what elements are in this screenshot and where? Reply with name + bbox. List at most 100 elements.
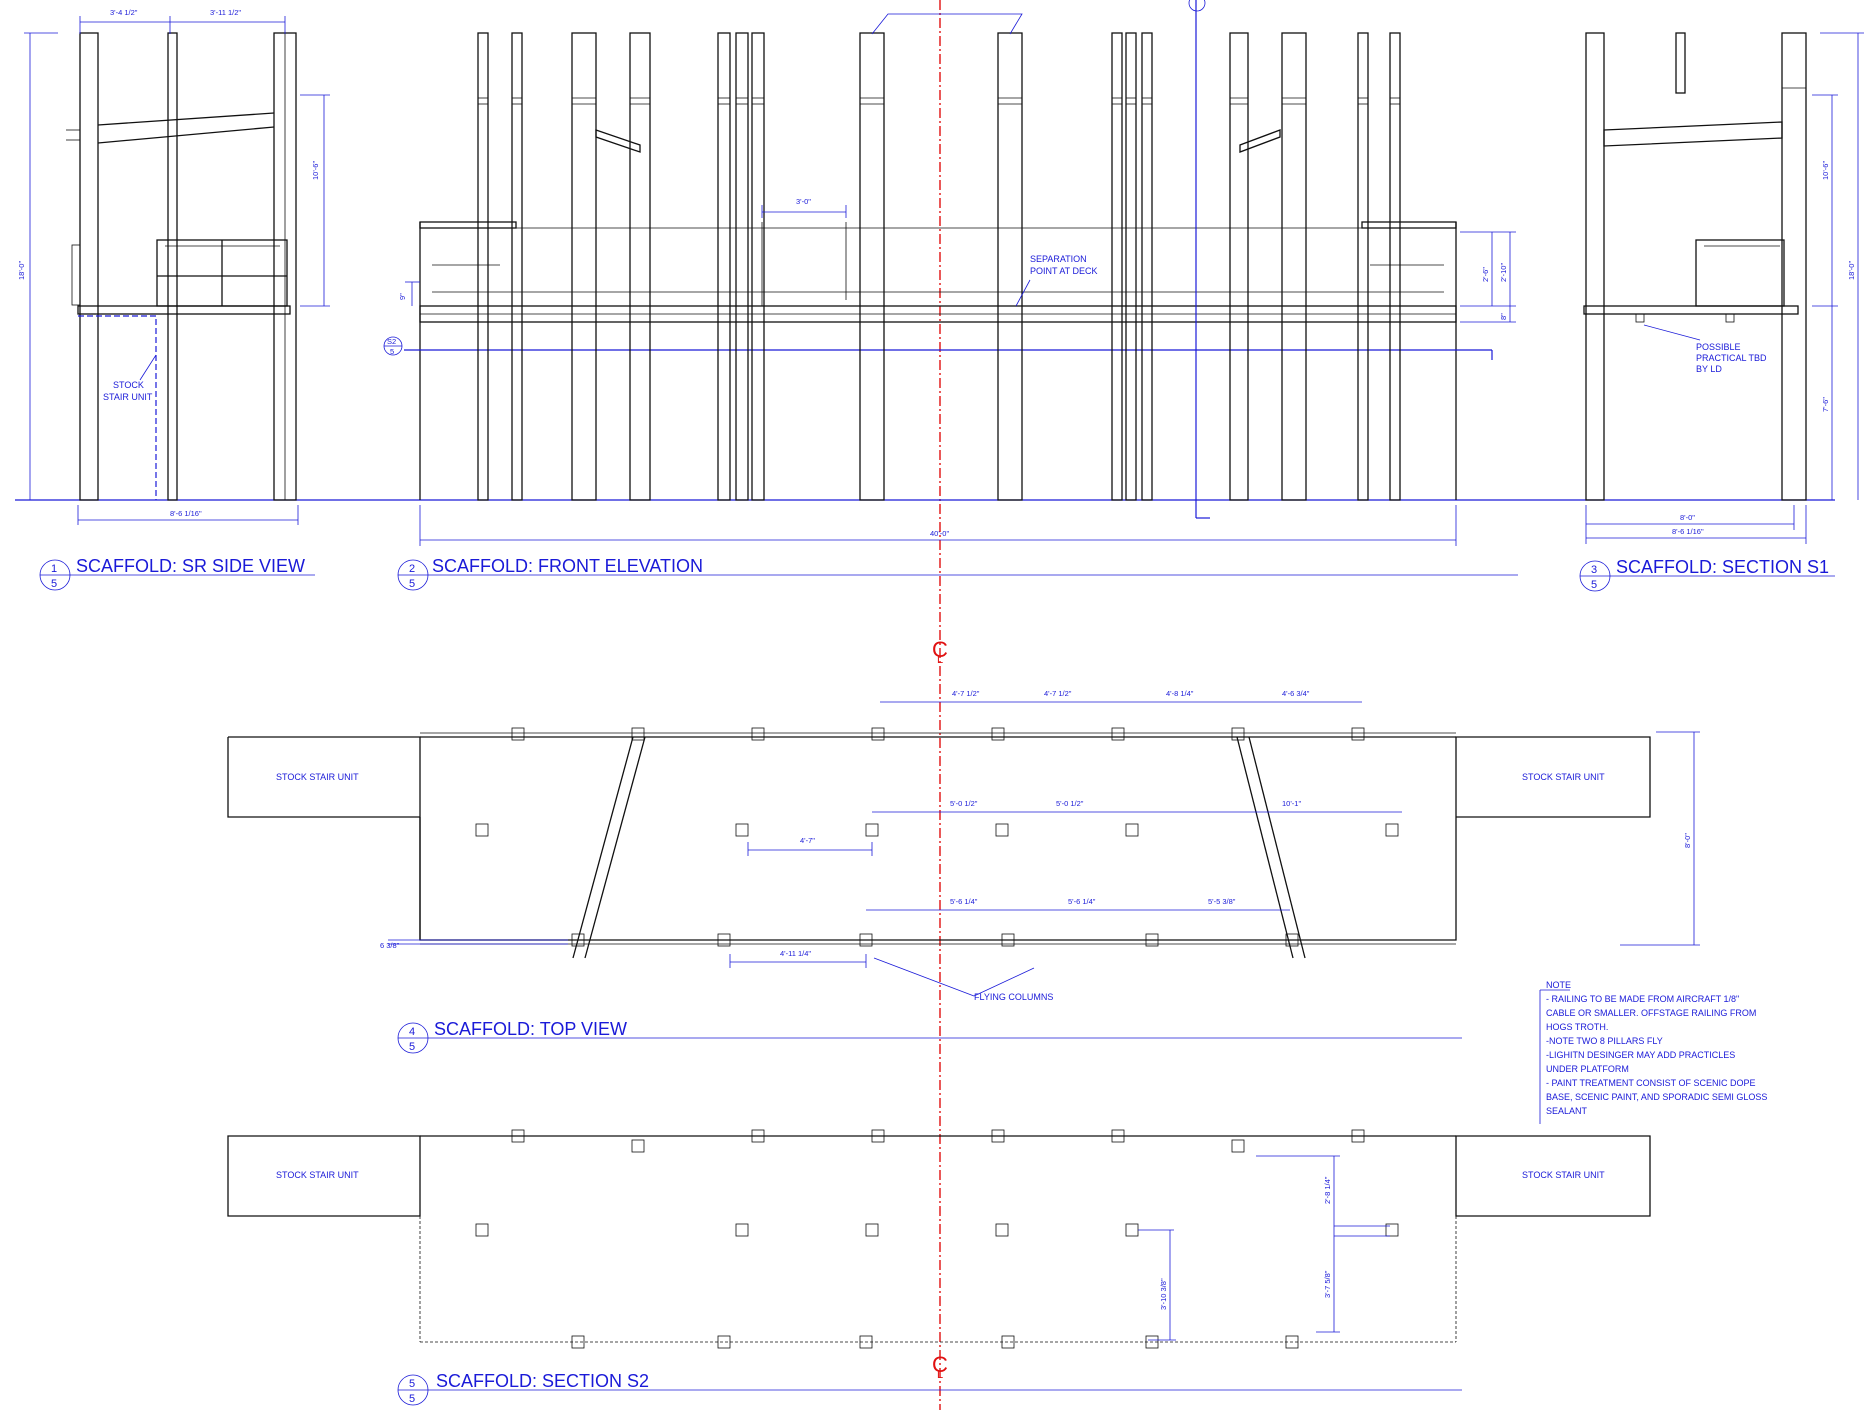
section-s2-view: STOCK STAIR UNIT STOCK STAIR UNIT 2'-8 1… <box>227 1129 1651 1406</box>
front-column-11 <box>1125 32 1137 501</box>
front-dim-railing: 3'-0" <box>796 197 811 206</box>
view5-title: SCAFFOLD: SECTION S2 <box>436 1371 649 1391</box>
top-dim-80: 8'-0" <box>1683 833 1692 848</box>
s2-column-14 <box>1385 1223 1399 1237</box>
front-column-5 <box>717 32 731 501</box>
top-row2-dim-2: 5'-0 1/2" <box>1056 799 1084 808</box>
note-line-5: -LIGHITN DESINGER MAY ADD PRACTICLES <box>1546 1050 1735 1060</box>
s2-column-19 <box>1145 1335 1159 1349</box>
front-elevation: S2 5 3'-0" 9" 2'-6" 2'-10" 8" 40'-0" SEP… <box>383 0 1518 591</box>
side-dim-top-left: 3'-4 1/2" <box>110 8 138 17</box>
view3-sheet: 5 <box>1591 579 1597 591</box>
top-column-13 <box>1125 823 1139 837</box>
note-line-8: BASE, SCENIC PAINT, AND SPORADIC SEMI GL… <box>1546 1092 1767 1102</box>
front-dim-8: 8" <box>1499 313 1508 320</box>
separation-label-2: POINT AT DECK <box>1030 266 1098 276</box>
note-line-3: HOGS TROTH. <box>1546 1022 1608 1032</box>
front-dim-210: 2'-10" <box>1499 263 1508 282</box>
s2-stair-right: STOCK STAIR UNIT <box>1522 1170 1605 1180</box>
top-row3-dim-3: 5'-5 3/8" <box>1208 897 1236 906</box>
s1-dim-106: 10'-6" <box>1821 161 1830 180</box>
s2-column-15 <box>571 1335 585 1349</box>
note-line-7: - PAINT TREATMENT CONSIST OF SCENIC DOPE <box>1546 1078 1756 1088</box>
front-column-15 <box>1357 32 1369 501</box>
top-column-4 <box>871 727 885 741</box>
top-column-16 <box>717 933 731 947</box>
view5-sheet: 5 <box>409 1393 415 1405</box>
front-column-8 <box>859 32 885 501</box>
top-row2-dim-1: 5'-0 1/2" <box>950 799 978 808</box>
front-dim-9: 9" <box>398 293 407 300</box>
top-column-10 <box>735 823 749 837</box>
centerline: C L C L <box>932 0 948 1410</box>
s1-dim-76: 7'-6" <box>1821 397 1830 412</box>
front-column-14 <box>1281 32 1307 501</box>
s2-columns <box>475 1129 1399 1349</box>
top-stair-left: STOCK STAIR UNIT <box>276 772 359 782</box>
top-row1-dim-4: 4'-6 3/4" <box>1282 689 1310 698</box>
centerline-subscript-lower: L <box>937 1369 943 1381</box>
top-column-11 <box>865 823 879 837</box>
s1-note-3: BY LD <box>1696 364 1722 374</box>
note-box: NOTE - RAILING TO BE MADE FROM AIRCRAFT … <box>1539 980 1767 1124</box>
centerline-symbol: C <box>932 637 948 662</box>
front-column-16 <box>1389 32 1401 501</box>
view3-number: 3 <box>1591 564 1597 576</box>
view1-number: 1 <box>51 563 57 575</box>
top-row3-dim-2: 5'-6 1/4" <box>1068 897 1096 906</box>
top-dim-4111: 4'-11 1/4" <box>780 949 811 958</box>
s2-column-11 <box>865 1223 879 1237</box>
view2-sheet: 5 <box>409 578 415 590</box>
s2-column-20 <box>1285 1335 1299 1349</box>
note-heading: NOTE <box>1546 980 1571 990</box>
top-row1-dim-3: 4'-8 1/4" <box>1166 689 1194 698</box>
s2-column-10 <box>735 1223 749 1237</box>
note-line-9: SEALANT <box>1546 1106 1588 1116</box>
view2-number: 2 <box>409 563 415 575</box>
s2-stair-left: STOCK STAIR UNIT <box>276 1170 359 1180</box>
s2-column-16 <box>717 1335 731 1349</box>
front-column-13 <box>1229 32 1249 501</box>
side-dim-top-right: 3'-11 1/2" <box>210 8 241 17</box>
s2-column-18 <box>1001 1335 1015 1349</box>
s2-column-3 <box>751 1129 765 1143</box>
s2-column-8 <box>1351 1129 1365 1143</box>
top-column-20 <box>1285 933 1299 947</box>
front-section-tag-top: S2 <box>387 337 396 346</box>
view4-number: 4 <box>409 1026 415 1038</box>
s1-dim-bottom: 8'-6 1/16" <box>1672 527 1704 536</box>
sr-side-view: STOCK STAIR UNIT 3'-4 1/2" 3'-11 1/2" 10… <box>15 8 1835 591</box>
top-dim-638: 6 3/8" <box>380 941 400 950</box>
side-dim-bottom: 8'-6 1/16" <box>170 509 202 518</box>
top-column-12 <box>995 823 1009 837</box>
top-row1-dim-1: 4'-7 1/2" <box>952 689 980 698</box>
s2-column-17 <box>859 1335 873 1349</box>
side-dim-right: 10'-6" <box>311 161 320 180</box>
s2-column-4 <box>871 1129 885 1143</box>
front-column-9 <box>997 32 1023 501</box>
s2-dim-31038: 3'-10 3/8" <box>1159 1278 1168 1310</box>
s2-column-2 <box>631 1139 645 1153</box>
s2-column-6 <box>1111 1129 1125 1143</box>
top-column-17 <box>859 933 873 947</box>
s1-dim-18: 18'-0" <box>1847 261 1856 280</box>
front-dim-26: 2'-6" <box>1481 267 1490 282</box>
top-row2-dim-3: 10'-1" <box>1282 799 1301 808</box>
top-column-9 <box>475 823 489 837</box>
top-view: STOCK STAIR UNIT STOCK STAIR UNIT 4'-7 1… <box>227 689 1700 1054</box>
front-column-3 <box>571 32 597 501</box>
note-line-4: -NOTE TWO 8 PILLARS FLY <box>1546 1036 1663 1046</box>
s2-column-9 <box>475 1223 489 1237</box>
front-dim-total: 40'-0" <box>930 529 949 538</box>
top-column-15 <box>571 933 585 947</box>
front-column-1 <box>477 32 489 501</box>
view5-number: 5 <box>409 1378 415 1390</box>
s1-note-2: PRACTICAL TBD <box>1696 353 1767 363</box>
top-dim-47: 4'-7" <box>800 836 815 845</box>
s2-column-1 <box>511 1129 525 1143</box>
front-column-6 <box>735 32 749 501</box>
top-column-14 <box>1385 823 1399 837</box>
front-columns <box>477 32 1401 501</box>
separation-label-1: SEPARATION <box>1030 254 1087 264</box>
